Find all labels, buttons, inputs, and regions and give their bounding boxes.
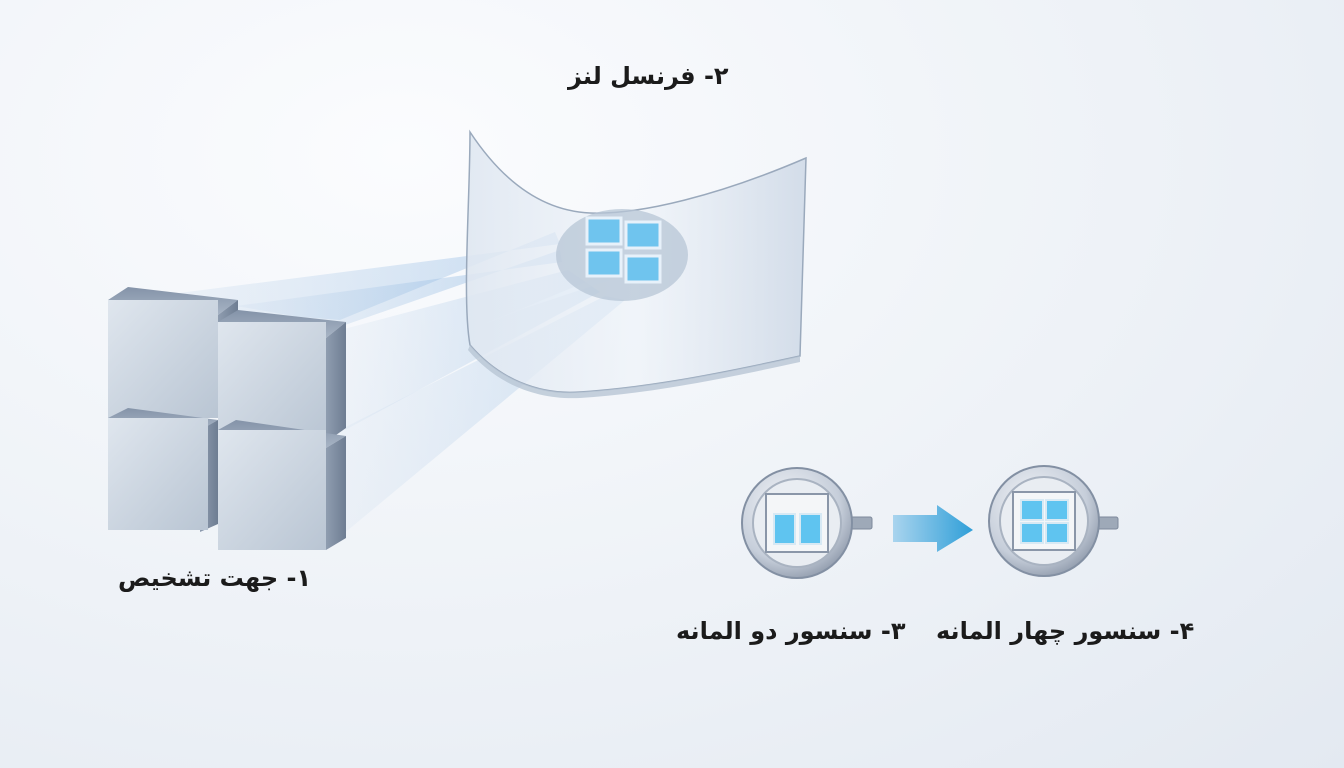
fresnel-lens-label: ۲- فرنسل لنز: [568, 62, 729, 90]
beam-top: [110, 232, 560, 320]
beam-upper: [236, 250, 562, 325]
quad-sensor-label: ۴- سنسور چهار المانه: [936, 617, 1195, 645]
dual-element-sensor: [741, 467, 873, 579]
fresnel-lens: [465, 129, 807, 399]
detection-zone-cubes: [108, 287, 346, 550]
lens-projected-window: [585, 216, 662, 284]
zone-cube: [218, 310, 346, 442]
arrow-right-icon: [893, 505, 973, 552]
zone-cube: [108, 408, 218, 532]
quad-element-sensor: [988, 465, 1119, 577]
dual-sensor-label: ۳- سنسور دو المانه: [676, 617, 906, 645]
detection-zones-label: ۱- جهت تشخیص: [118, 564, 312, 592]
zone-cube: [218, 420, 346, 550]
